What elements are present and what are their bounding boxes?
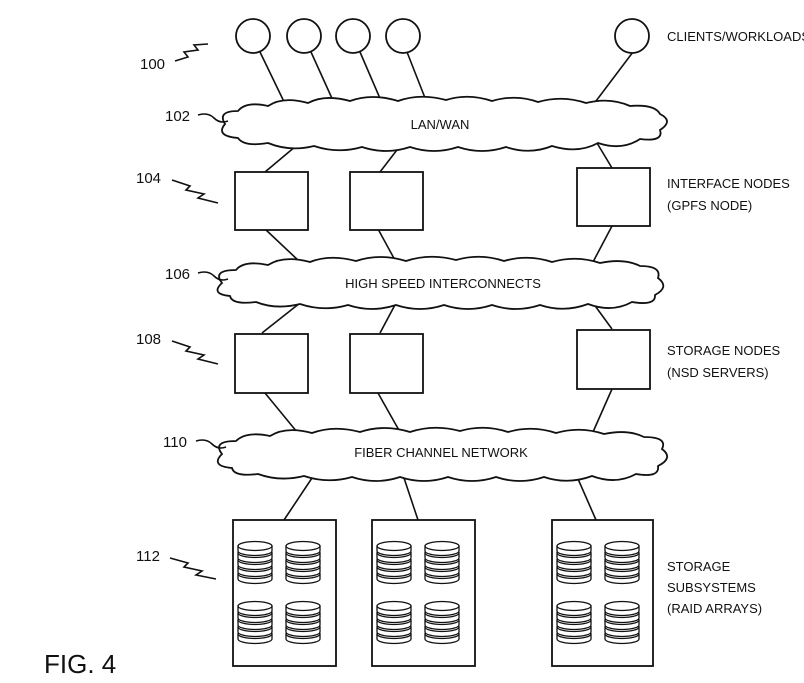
- disk-stack-icon: [285, 600, 321, 645]
- ref-110: 110: [163, 434, 187, 451]
- ref-104: 104: [136, 170, 161, 187]
- clients-label: CLIENTS/WORKLOADS: [667, 29, 804, 44]
- storage-nodes-sublabel: (NSD SERVERS): [667, 365, 769, 380]
- fiber-channel-label: FIBER CHANNEL NETWORK: [354, 445, 528, 460]
- ref-leader-104: [171, 179, 219, 204]
- ref-106: 106: [165, 266, 190, 283]
- interconnect-label: HIGH SPEED INTERCONNECTS: [345, 276, 541, 291]
- disk-stack-icon: [556, 540, 592, 585]
- ref-leader-100: [174, 43, 209, 62]
- interface-node: [234, 171, 309, 231]
- storage-node: [576, 329, 651, 390]
- ref-leader-106: [197, 271, 229, 281]
- disk-stack-icon: [285, 540, 321, 585]
- client-circle: [235, 18, 271, 54]
- ref-leader-112: [169, 557, 217, 580]
- storage-nodes-label: STORAGE NODES: [667, 343, 781, 358]
- ref-leader-108: [171, 340, 219, 365]
- interface-node: [576, 167, 651, 227]
- disk-stack-icon: [604, 600, 640, 645]
- client-circle: [335, 18, 371, 54]
- storage-node: [234, 333, 309, 394]
- disk-stack-icon: [376, 600, 412, 645]
- disk-stack-icon: [604, 540, 640, 585]
- interface-node-boxes: [234, 167, 651, 231]
- storage-subsystems-label-line2: SUBSYSTEMS: [667, 580, 756, 595]
- disk-stack-icon: [424, 600, 460, 645]
- ref-leader-102: [197, 113, 229, 123]
- storage-subsystems-label-line1: STORAGE: [667, 559, 731, 574]
- storage-node: [349, 333, 424, 394]
- reference-leaders: [169, 43, 229, 580]
- lan-cloud: [221, 95, 668, 152]
- disk-stack-icon: [376, 540, 412, 585]
- connection-lines: [259, 51, 634, 521]
- disk-stack-icon: [237, 600, 273, 645]
- client-circle: [286, 18, 322, 54]
- disk-stacks: [237, 540, 640, 645]
- ref-112: 112: [136, 548, 160, 565]
- ref-leader-110: [195, 439, 227, 449]
- client-circle: [614, 18, 650, 54]
- ref-100: 100: [140, 56, 165, 73]
- ref-102: 102: [165, 108, 190, 125]
- disk-stack-icon: [556, 600, 592, 645]
- interconnect-cloud: [216, 255, 665, 310]
- lan-label: LAN/WAN: [411, 117, 470, 132]
- ref-108: 108: [136, 331, 161, 348]
- storage-node-boxes: [234, 329, 651, 394]
- storage-subsystems-label-line3: (RAID ARRAYS): [667, 601, 762, 616]
- disk-stack-icon: [424, 540, 460, 585]
- disk-stack-icon: [237, 540, 273, 585]
- interface-nodes-sublabel: (GPFS NODE): [667, 198, 752, 213]
- interface-nodes-label: INTERFACE NODES: [667, 176, 790, 191]
- figure-label: FIG. 4: [44, 649, 116, 679]
- fiber-channel-cloud: [216, 426, 668, 482]
- interface-node: [349, 171, 424, 231]
- client-nodes: [235, 18, 650, 54]
- client-circle: [385, 18, 421, 54]
